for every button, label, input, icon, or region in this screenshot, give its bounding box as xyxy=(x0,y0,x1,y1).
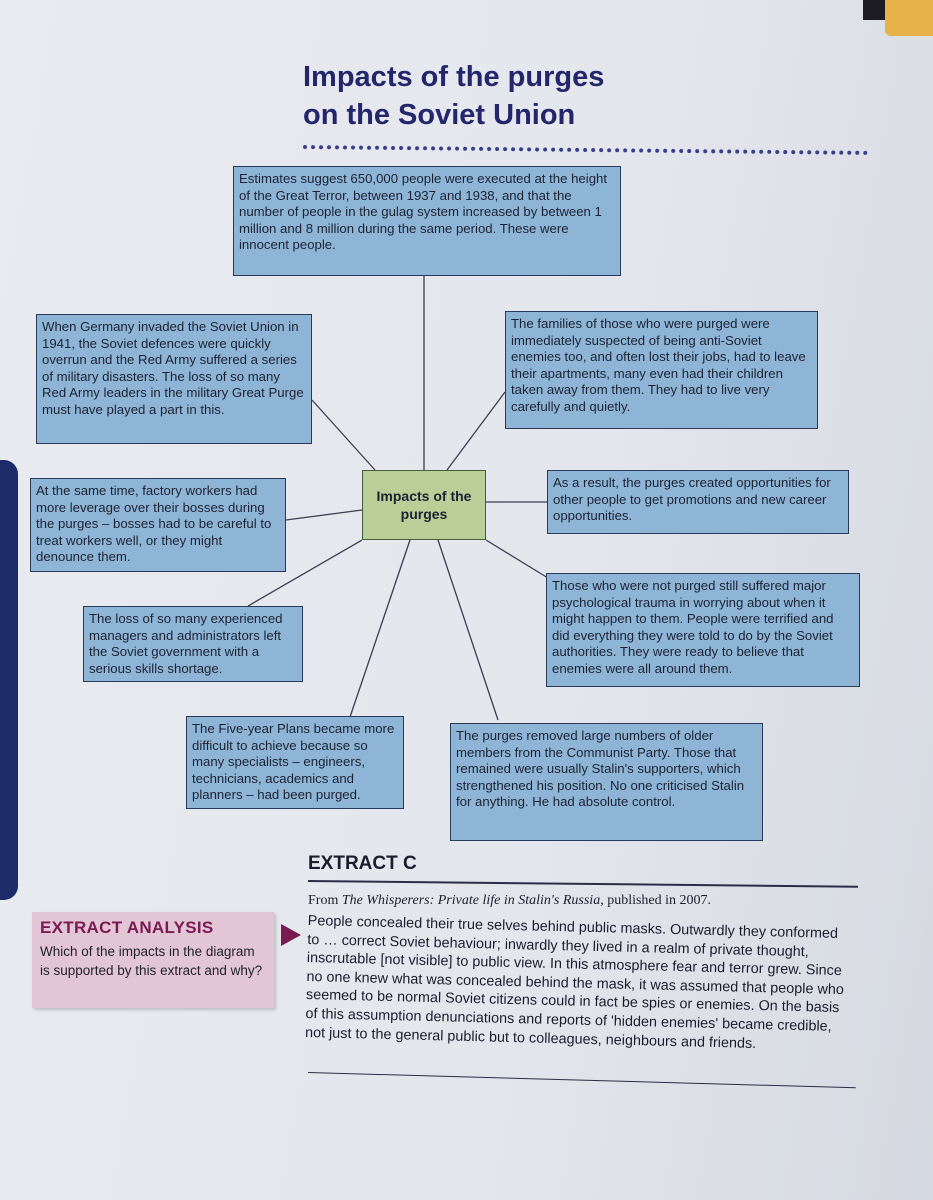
connector-bottom-left xyxy=(349,539,411,718)
extract-source-prefix: From xyxy=(308,893,342,908)
connector-upper-right xyxy=(446,391,506,471)
diagram-center-node: Impacts of the purges xyxy=(362,470,486,540)
arrow-pointer-icon xyxy=(281,924,301,946)
connector-bottom-right xyxy=(437,539,499,721)
section-spine-bar xyxy=(0,460,18,900)
impact-box-bottom-right: The purges removed large numbers of olde… xyxy=(450,723,763,841)
extract-analysis-question: Which of the impacts in the diagram is s… xyxy=(40,944,263,978)
impact-box-upper-right: The families of those who were purged we… xyxy=(505,311,818,429)
connector-lower-right xyxy=(485,539,549,579)
extract-analysis-box: EXTRACT ANALYSIS Which of the impacts in… xyxy=(32,912,274,1008)
impact-box-lower-right: Those who were not purged still suffered… xyxy=(546,573,860,687)
extract-analysis-heading: EXTRACT ANALYSIS xyxy=(40,918,214,937)
extract-source: From The Whisperers: Private life in Sta… xyxy=(308,893,711,909)
connector-middle-left xyxy=(285,509,363,521)
page-tab xyxy=(885,0,933,36)
impact-box-bottom-left: The Five-year Plans became more difficul… xyxy=(186,716,404,809)
extract-source-suffix: , published in 2007. xyxy=(600,893,712,908)
impact-box-top: Estimates suggest 650,000 people were ex… xyxy=(233,166,621,276)
connector-lower-left xyxy=(247,539,363,607)
title-line-2: on the Soviet Union xyxy=(303,99,576,131)
connector-upper-left xyxy=(311,399,376,471)
impact-box-middle-left: At the same time, factory workers had mo… xyxy=(30,478,286,572)
extract-body: People concealed their true selves behin… xyxy=(304,912,845,1052)
impact-box-lower-left: The loss of so many experienced managers… xyxy=(83,606,303,682)
impact-box-middle-right: As a result, the purges created opportun… xyxy=(547,470,849,534)
title-line-1: Impacts of the purges xyxy=(303,61,605,93)
impact-box-upper-left: When Germany invaded the Soviet Union in… xyxy=(36,314,312,444)
page-title: Impacts of the purges on the Soviet Unio… xyxy=(303,58,723,134)
extract-heading: EXTRACT C xyxy=(308,853,417,874)
extract-source-title: The Whisperers: Private life in Stalin's… xyxy=(341,893,601,908)
